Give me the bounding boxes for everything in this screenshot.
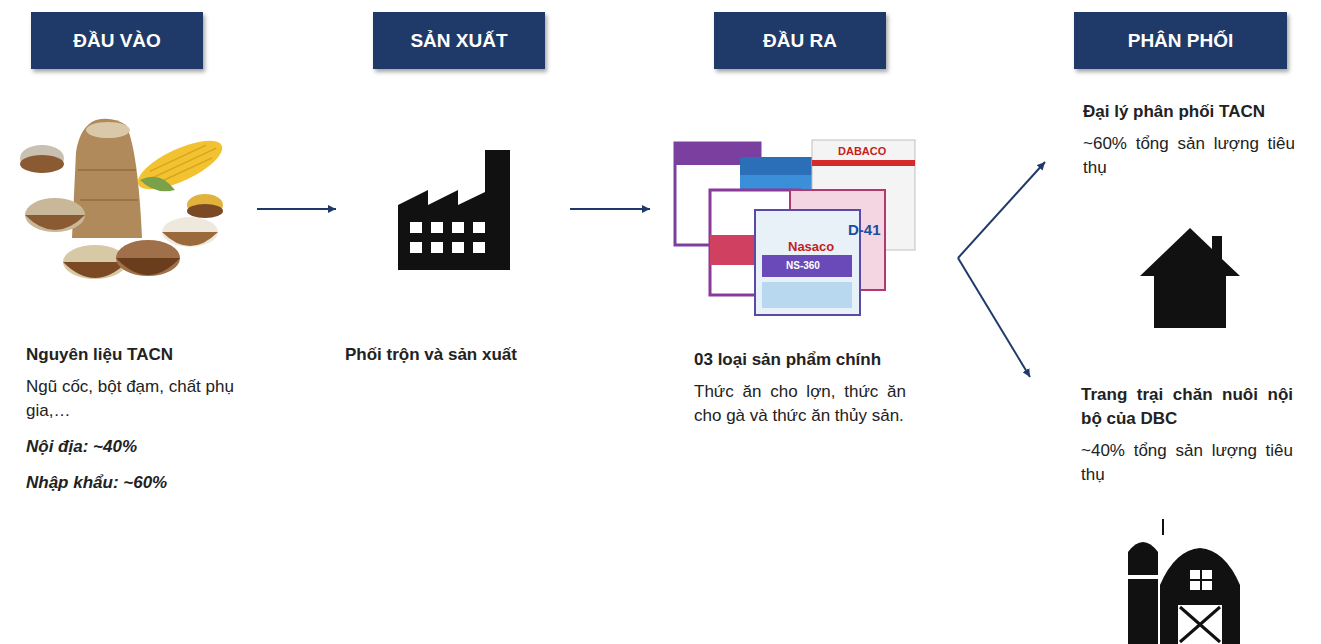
block-heading: Phối trộn và sản xuất (345, 343, 560, 367)
flow-arrow (570, 208, 650, 210)
factory-icon (398, 150, 510, 270)
illustration-shape (187, 204, 223, 218)
illustration-shape (25, 198, 85, 232)
illustration-shape (1180, 607, 1220, 642)
block-heading: Đại lý phân phối TACN (1083, 100, 1295, 124)
header-text: SẢN XUẤT (410, 30, 507, 52)
grain-illustration (20, 119, 228, 279)
illustration-shape (410, 222, 422, 233)
illustration-shape (140, 177, 175, 192)
illustration-shape (762, 282, 852, 308)
block-heading: Nguyên liệu TACN (26, 343, 241, 367)
header-text: ĐẦU VÀO (73, 30, 161, 52)
stage-block: Nguyên liệu TACN Ngũ cốc, bột đạm, chất p… (26, 100, 241, 495)
illustration-shape (1190, 570, 1212, 590)
illustration-shape (162, 232, 218, 246)
stage-header: ĐẦU RA (714, 12, 886, 69)
header-text: PHÂN PHỐI (1128, 30, 1234, 52)
illustration-shape (78, 170, 138, 200)
illustration-shape (1140, 228, 1240, 328)
farm-icon (1128, 519, 1240, 644)
illustration-shape (63, 262, 127, 278)
illustration-shape (162, 217, 218, 247)
illustration-shape (473, 242, 485, 253)
stage-header: ĐẦU VÀO (31, 12, 203, 69)
brand-label: Nasaco (788, 240, 834, 253)
illustration-shape (431, 242, 443, 253)
block-text: Ngũ cốc, bột đạm, chất phụ gia,… (26, 375, 241, 423)
brand-label: NS-360 (786, 261, 820, 271)
illustration-shape (20, 155, 64, 173)
brand-label: D-41 (848, 222, 881, 237)
flow-arrow (958, 162, 1045, 258)
illustration-shape (1190, 570, 1212, 590)
block-text: Nội địa: ~40% (26, 435, 241, 459)
stage-header: PHÂN PHỐI (1074, 12, 1287, 69)
illustration-shape (132, 131, 229, 199)
feed-bags-illustration (675, 140, 915, 315)
block-heading: Trang trại chăn nuôi nội bộ của DBC (1081, 383, 1293, 431)
block-text: ~40% tổng sản lượng tiêu thụ (1081, 439, 1293, 487)
illustration-shape (398, 150, 510, 270)
brand-label: DABACO (838, 146, 886, 157)
stage-block: Đại lý phân phối TACN ~60% tổng sản lượng… (1083, 100, 1295, 180)
house-icon (1140, 228, 1240, 328)
flow-arrow (257, 208, 336, 210)
illustration-shape (1178, 605, 1222, 644)
illustration-shape (1160, 548, 1240, 644)
illustration-shape (410, 242, 422, 253)
illustration-shape (1128, 575, 1158, 579)
block-text: Nhập khẩu: ~60% (26, 471, 241, 495)
illustration-shape (452, 222, 464, 233)
illustration-shape (1162, 519, 1164, 535)
block-text: Thức ăn cho lợn, thức ăn cho gà và thức … (694, 380, 906, 428)
illustration-shape (25, 215, 85, 230)
illustration-shape (132, 131, 229, 199)
stage-block: Trang trại chăn nuôi nội bộ của DBC ~40% … (1081, 383, 1293, 487)
illustration-shape (473, 222, 485, 233)
block-heading: 03 loại sản phẩm chính (694, 348, 906, 372)
illustration-shape (1128, 542, 1158, 644)
illustration-shape (116, 240, 180, 276)
flow-arrow (958, 258, 1030, 377)
stage-header: SẢN XUẤT (373, 12, 545, 69)
illustration-shape (431, 222, 443, 233)
illustration-shape (755, 210, 860, 315)
illustration-shape (452, 242, 464, 253)
stage-block: Phối trộn và sản xuất (345, 100, 560, 367)
illustration-shape (762, 255, 852, 277)
illustration-shape (86, 122, 130, 138)
header-text: ĐẦU RA (763, 30, 837, 52)
illustration-shape (812, 160, 915, 166)
block-text: ~60% tổng sản lượng tiêu thụ (1083, 132, 1295, 180)
illustration-shape (116, 258, 180, 275)
